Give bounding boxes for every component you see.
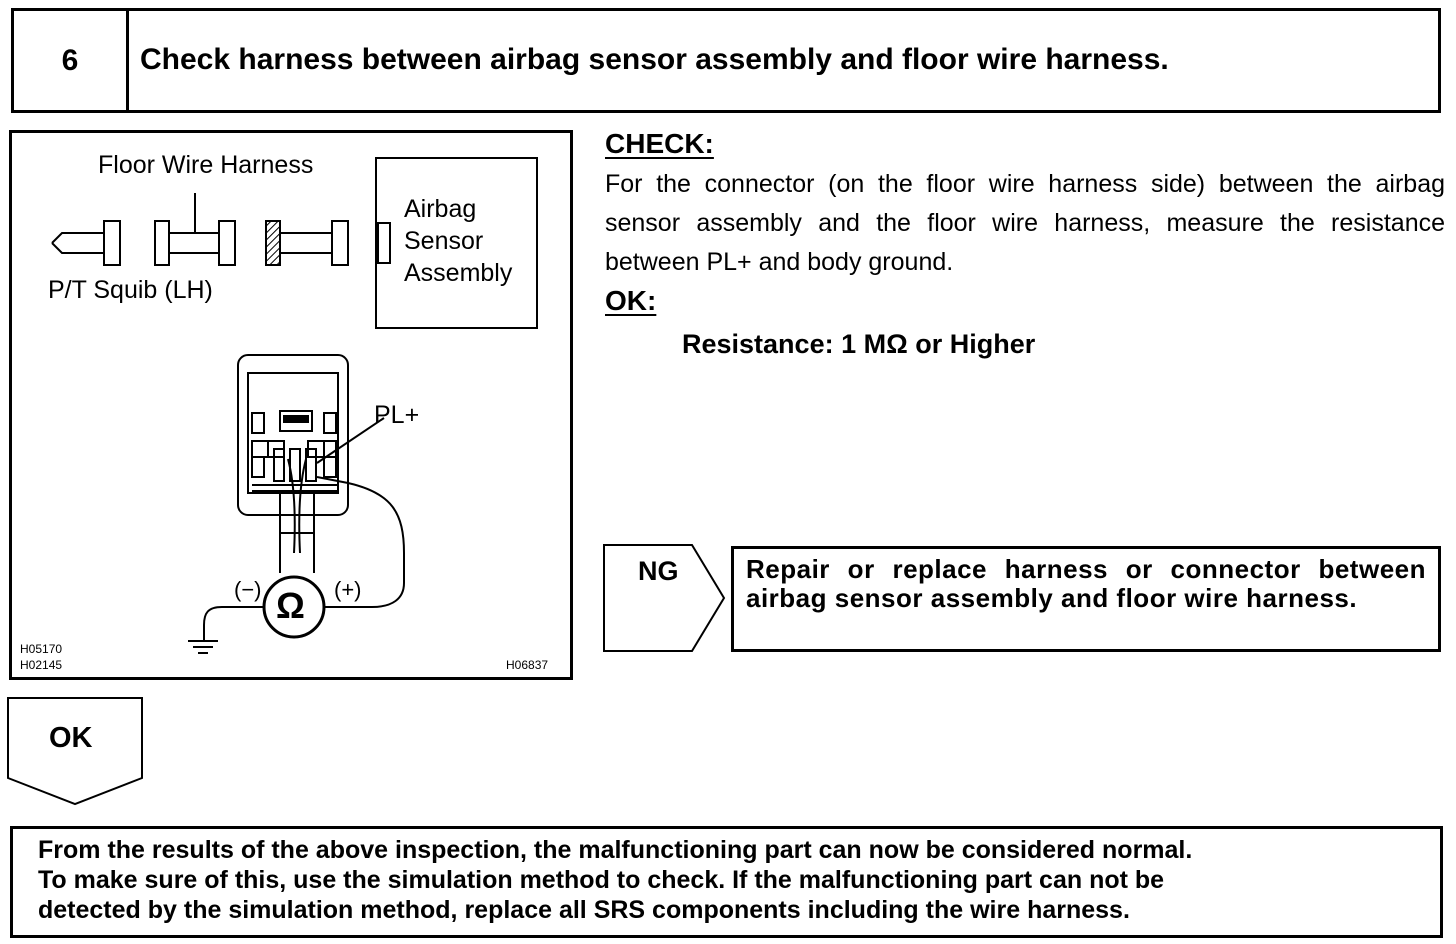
check-section: CHECK: For the connector (on the floor w… <box>605 127 1445 360</box>
figure-code-2: H02145 <box>20 658 63 672</box>
final-note-line-1: From the results of the above inspection… <box>38 836 1193 864</box>
ok-label: OK <box>49 722 93 754</box>
ok-heading: OK: <box>605 284 657 316</box>
step-number: 6 <box>14 11 129 110</box>
final-note-line-3: detected by the simulation method, repla… <box>38 896 1130 924</box>
minus-probe-label: (−) <box>234 577 262 602</box>
terminal-pl-plus-label: PL+ <box>374 401 420 429</box>
check-heading: CHECK: <box>605 128 714 159</box>
wiring-diagram: Floor Wire Harness P/T Squib (LH) Airbag… <box>9 130 573 680</box>
airbag-sensor-label-2: Sensor <box>404 227 484 255</box>
airbag-sensor-label-3: Assembly <box>404 259 513 287</box>
airbag-sensor-label-1: Airbag <box>404 195 477 223</box>
final-note-line-2: To make sure of this, use the simulation… <box>38 866 1165 894</box>
figure-code-1: H05170 <box>20 642 63 656</box>
resistance-spec: Resistance: 1 MΩ or Higher <box>682 329 1036 360</box>
ng-action-box: Repair or replace harness or connector b… <box>731 546 1441 652</box>
step-header: 6 Check harness between airbag sensor as… <box>11 8 1441 113</box>
ok-arrow-icon <box>7 697 143 806</box>
ng-arrow-icon <box>603 544 726 652</box>
plus-probe-label: (+) <box>334 577 362 602</box>
figure-code-3: H06837 <box>506 658 549 672</box>
ohmmeter-icon: Ω <box>276 585 305 626</box>
pt-squib-label: P/T Squib (LH) <box>48 276 213 304</box>
check-text: For the connector (on the floor wire har… <box>605 169 1445 276</box>
ng-label: NG <box>638 556 679 586</box>
floor-wire-harness-label: Floor Wire Harness <box>98 151 314 179</box>
step-title: Check harness between airbag sensor asse… <box>140 43 1169 76</box>
final-note: From the results of the above inspection… <box>10 826 1443 938</box>
diagram-drawing <box>51 157 538 654</box>
